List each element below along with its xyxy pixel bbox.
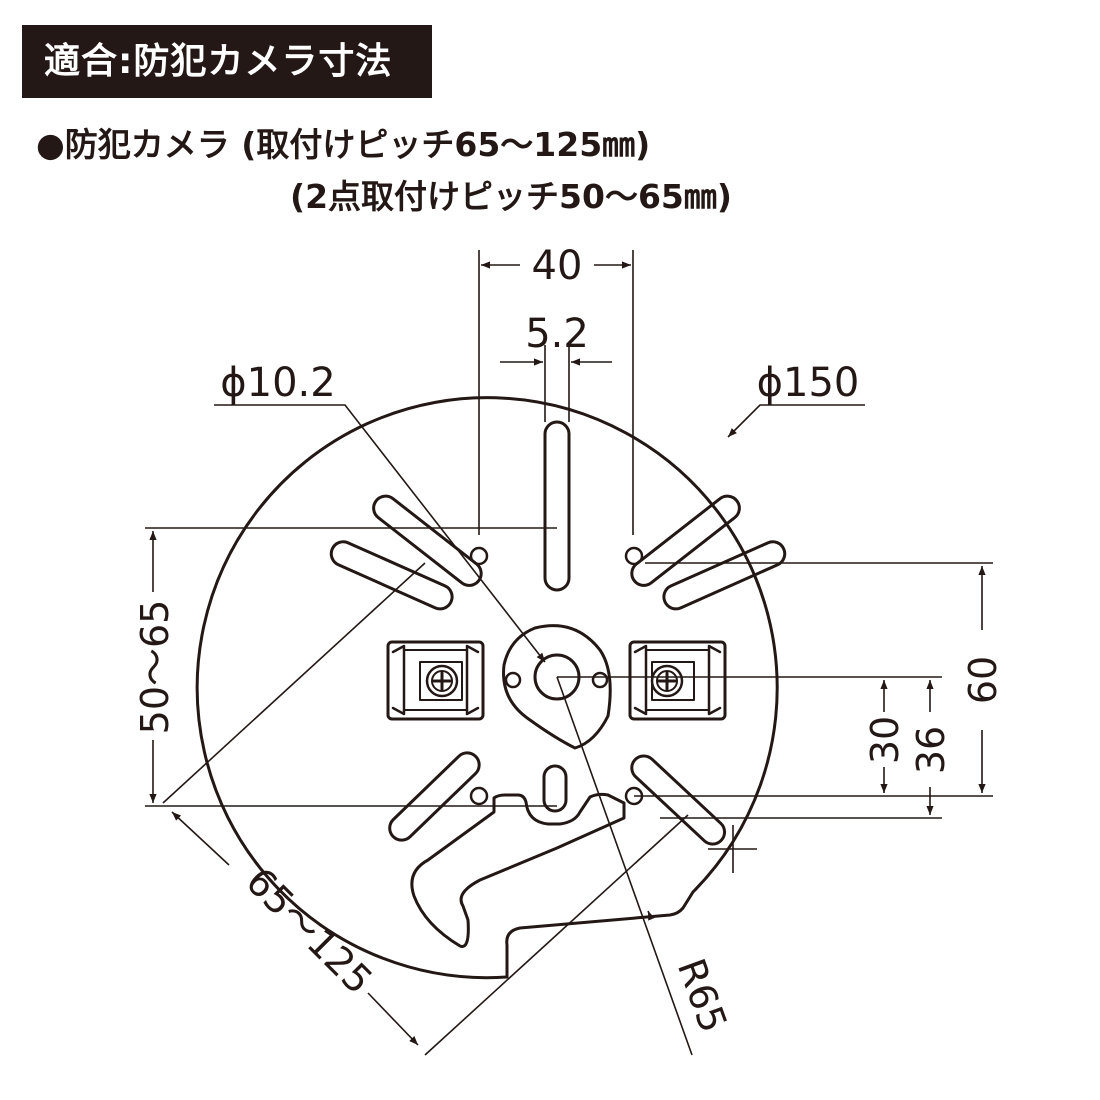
- slot-ur-2: [662, 540, 787, 611]
- dim-phi-10-2: ϕ10.2: [220, 360, 335, 406]
- hole-tl: [469, 546, 489, 566]
- dim-60: 60: [961, 656, 1005, 704]
- lower-left-cutout: [410, 792, 626, 948]
- dim-50-65: 50〜65: [133, 600, 177, 735]
- dim-65-125: 65〜125: [237, 859, 380, 1002]
- slot-ur-1: [630, 494, 741, 587]
- dim-40: 40: [532, 243, 583, 289]
- dim-phi-150: ϕ150: [757, 360, 860, 406]
- center-side-hole-left: [504, 671, 522, 689]
- top-slot: [543, 420, 571, 592]
- mount-pitch-heading: ●防犯カメラ (取付けピッチ65〜125㎜): [36, 125, 651, 164]
- slot-ul-1: [372, 494, 483, 587]
- dim-5-2: 5.2: [525, 311, 589, 357]
- dim-30: 30: [863, 716, 907, 764]
- right-clamp: [628, 640, 727, 721]
- slot-lr: [630, 754, 727, 846]
- bottom-slot: [542, 764, 568, 813]
- plate-outline: [195, 396, 779, 980]
- two-point-pitch-heading: (2点取付けピッチ50〜65㎜): [290, 177, 732, 216]
- slot-ll: [388, 751, 481, 842]
- left-clamp: [386, 640, 485, 721]
- hole-bl: [469, 786, 489, 806]
- center-side-hole-right: [591, 671, 609, 689]
- slot-ul-2: [329, 540, 454, 611]
- hole-tr: [624, 546, 644, 566]
- center-disk: [502, 624, 612, 750]
- compatibility-tag: 適合:防犯カメラ寸法: [22, 25, 432, 98]
- dim-r65: R65: [669, 953, 736, 1038]
- dim-36: 36: [909, 726, 953, 774]
